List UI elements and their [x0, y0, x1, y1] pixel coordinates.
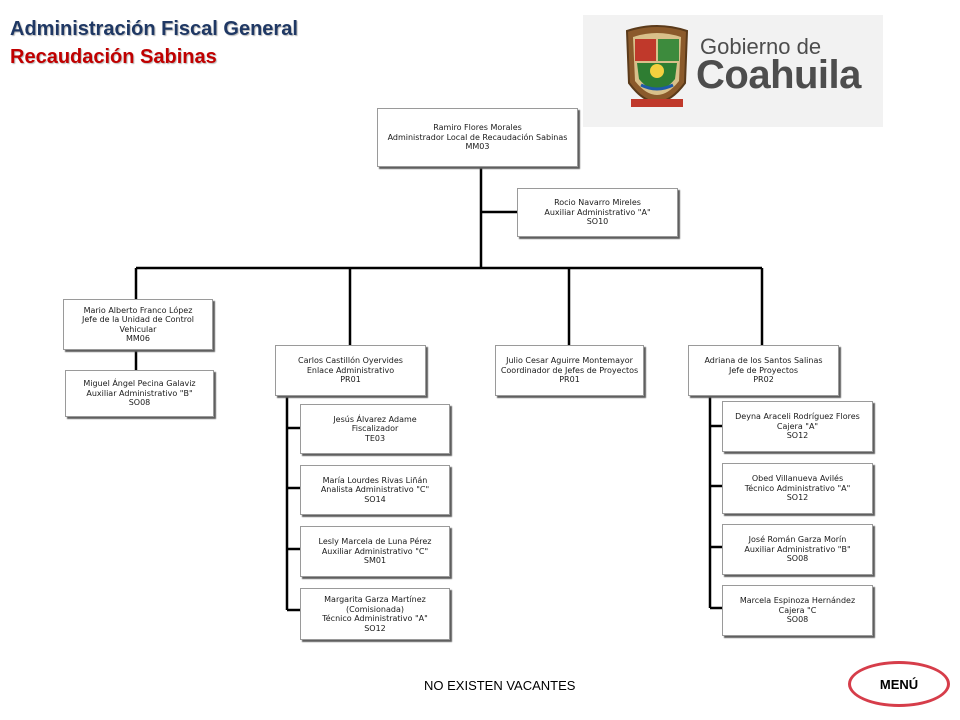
org-node-branch-4: Adriana de los Santos Salinas Jefe de Pr…	[688, 345, 839, 396]
node-role: Analista Administrativo "C"	[320, 485, 430, 495]
page-subtitle: Recaudación Sabinas	[10, 46, 217, 68]
org-node-branch-4-report-4: Marcela Espinoza Hernández Cajera "C SO0…	[722, 585, 873, 636]
node-name: Deyna Araceli Rodríguez Flores	[735, 412, 860, 422]
node-name: Marcela Espinoza Hernández	[739, 596, 856, 606]
node-code: SO08	[128, 398, 151, 408]
node-code: PR01	[340, 375, 361, 385]
menu-button[interactable]: MENÚ	[848, 661, 950, 707]
node-role: Auxiliar Administrativo "A"	[544, 207, 651, 217]
node-name: Margarita Garza Martínez	[324, 595, 426, 604]
node-name: Carlos Castillón Oyervides	[298, 356, 403, 366]
node-code: SO10	[586, 217, 609, 227]
org-node-branch-4-report-3: José Román Garza Morín Auxiliar Administ…	[722, 524, 873, 575]
node-code: SO08	[786, 554, 809, 564]
org-node-branch-2-report-2: María Lourdes Rivas Liñán Analista Admin…	[300, 465, 450, 515]
page-title: Administración Fiscal General	[10, 18, 298, 40]
vacancies-notice: NO EXISTEN VACANTES	[424, 678, 576, 693]
node-role: Jefe de la Unidad de Control Vehicular	[82, 315, 194, 334]
org-node-branch-4-report-2: Obed Villanueva Avilés Técnico Administr…	[722, 463, 873, 514]
node-role: Jefe de Proyectos	[728, 365, 799, 375]
node-note: (Comisionada)	[346, 604, 404, 614]
org-node-branch-2-report-3: Lesly Marcela de Luna Pérez Auxiliar Adm…	[300, 526, 450, 577]
node-name: José Román Garza Morín	[748, 535, 847, 545]
node-name: Rocio Navarro Mireles	[554, 198, 641, 208]
node-code: SO12	[364, 623, 386, 633]
org-node-assistant: Rocio Navarro Mireles Auxiliar Administr…	[517, 188, 678, 237]
logo-text-gobierno: Gobierno de	[700, 34, 822, 59]
logo-text-coahuila: Coahuila	[696, 53, 861, 97]
org-node-branch-3: Julio Cesar Aguirre Montemayor Coordinad…	[495, 345, 644, 396]
node-role: Auxiliar Administrativo "B"	[86, 388, 193, 398]
node-code: SM01	[363, 556, 387, 566]
org-node-branch-4-report-1: Deyna Araceli Rodríguez Flores Cajera "A…	[722, 401, 873, 452]
gobierno-coahuila-logo: Gobierno de Coahuila	[583, 15, 883, 127]
node-code: MM06	[126, 334, 150, 343]
org-node-head: Ramiro Flores Morales Administrador Loca…	[377, 108, 578, 167]
org-node-branch-2-report-4: Margarita Garza Martínez (Comisionada) T…	[300, 588, 450, 640]
node-role: Coordinador de Jefes de Proyectos	[500, 365, 639, 375]
node-code: SO12	[786, 431, 809, 441]
node-name: Obed Villanueva Avilés	[751, 474, 844, 484]
node-role: Enlace Administrativo	[306, 365, 395, 375]
node-code: SO12	[786, 493, 809, 503]
node-name: Miguel Ángel Pecina Galaviz	[83, 379, 196, 389]
node-role: Auxiliar Administrativo "B"	[744, 544, 851, 554]
org-node-branch-1: Mario Alberto Franco López Jefe de la Un…	[63, 299, 213, 350]
node-role: Técnico Administrativo "A"	[744, 483, 851, 493]
org-node-branch-2: Carlos Castillón Oyervides Enlace Admini…	[275, 345, 426, 396]
node-name: Lesly Marcela de Luna Pérez	[318, 537, 432, 547]
node-name: Julio Cesar Aguirre Montemayor	[506, 356, 633, 366]
node-code: SO08	[786, 615, 809, 625]
org-node-branch-1-report-1: Miguel Ángel Pecina Galaviz Auxiliar Adm…	[65, 370, 214, 417]
node-role: Administrador Local de Recaudación Sabin…	[387, 132, 568, 142]
node-name: Ramiro Flores Morales	[433, 123, 522, 133]
node-role: Cajera "A"	[776, 421, 819, 431]
node-code: SO14	[364, 494, 386, 504]
coat-of-arms-icon	[625, 25, 689, 107]
node-role: Técnico Administrativo "A"	[322, 614, 428, 623]
node-name: Adriana de los Santos Salinas	[704, 356, 823, 366]
node-role: Auxiliar Administrativo "C"	[321, 546, 429, 556]
org-node-branch-2-report-1: Jesús Álvarez Adame Fiscalizador TE03	[300, 404, 450, 454]
node-code: TE03	[364, 433, 386, 443]
node-name: María Lourdes Rivas Liñán	[322, 475, 428, 485]
node-role: Fiscalizador	[351, 424, 399, 434]
node-name: Mario Alberto Franco López	[83, 305, 193, 315]
node-role: Cajera "C	[778, 605, 817, 615]
node-code: PR01	[559, 375, 580, 385]
node-code: PR02	[753, 375, 774, 385]
node-name: Jesús Álvarez Adame	[333, 414, 417, 424]
node-code: MM03	[465, 142, 490, 152]
